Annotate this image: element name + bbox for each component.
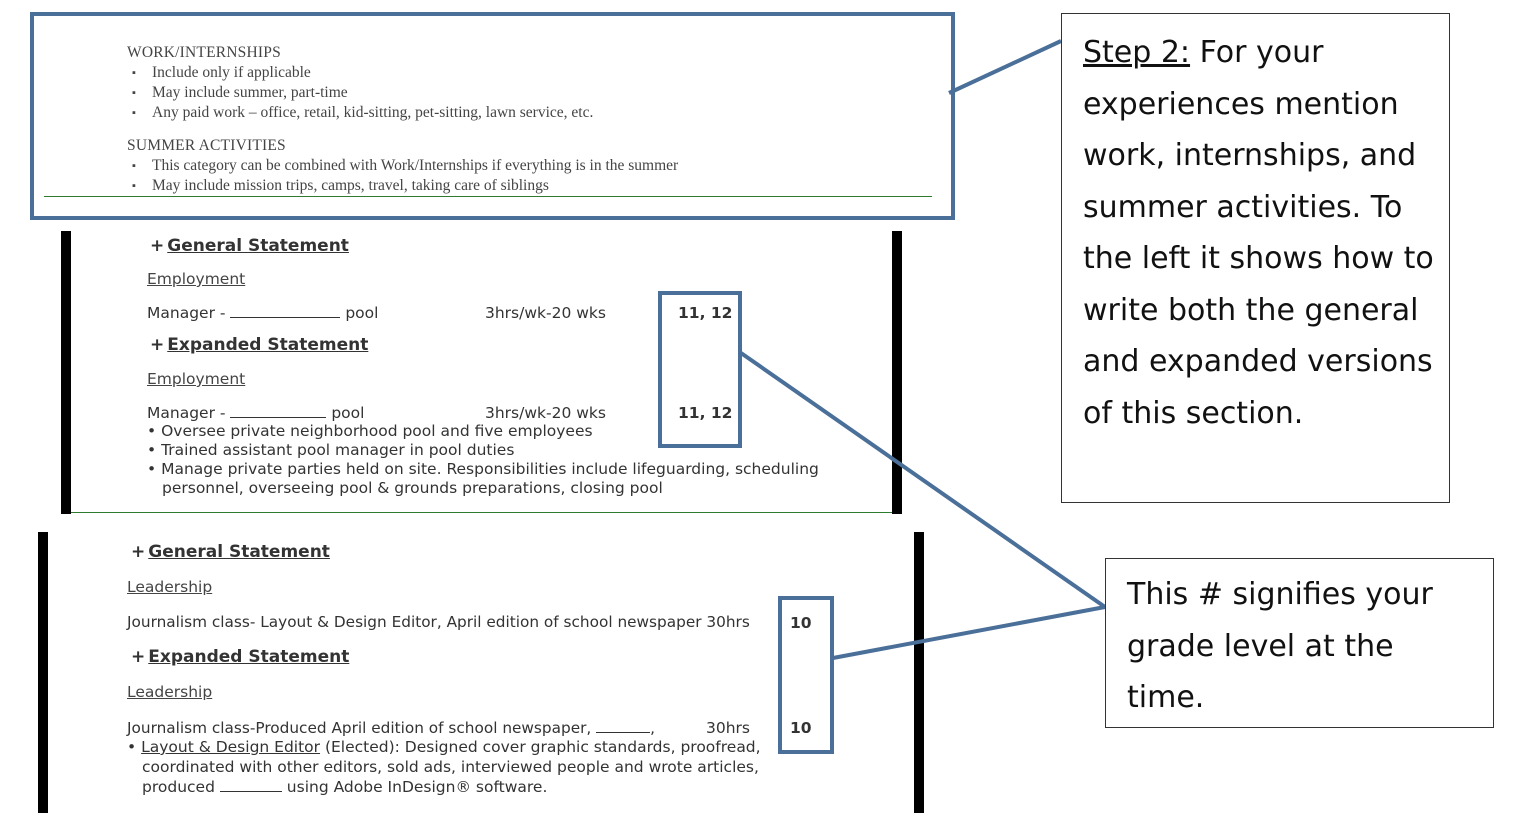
panel-border-right [892, 231, 902, 514]
grade-callout: This # signifies your grade level at the… [1105, 558, 1494, 728]
expanded-statement-heading: +Expanded Statement [150, 335, 369, 355]
fill-blank [596, 718, 651, 733]
list-item: ▪ May include mission trips, camps, trav… [132, 177, 549, 194]
list-item: • Oversee private neighborhood pool and … [147, 422, 593, 440]
category-label: Employment [147, 370, 246, 388]
entry-title: Manager - pool [147, 303, 379, 322]
fill-blank [219, 777, 282, 792]
connector-step [948, 39, 1062, 95]
category-label: Employment [147, 270, 246, 288]
bullet-icon: ▪ [132, 107, 136, 119]
grade-highlight-box [778, 596, 834, 754]
grade-level: 11, 12 [678, 404, 733, 422]
list-item: ▪ This category can be combined with Wor… [132, 157, 679, 174]
grade-level: 10 [790, 614, 812, 632]
entry-title: Journalism class-Produced April edition … [127, 718, 656, 737]
divider [44, 196, 932, 197]
panel-border-right [914, 532, 924, 813]
entry-title: Journalism class- Layout & Design Editor… [127, 613, 750, 631]
category-label: Leadership [127, 683, 213, 701]
panel-border-left [38, 532, 48, 813]
list-item: ▪ May include summer, part-time [132, 84, 348, 101]
bullet-icon: ▪ [132, 160, 136, 172]
grade-highlight-box [658, 291, 742, 448]
entry-hours: 30hrs [706, 719, 750, 737]
guidelines-panel: WORK/INTERNSHIPS ▪ Include only if appli… [30, 12, 955, 220]
grade-level: 10 [790, 719, 812, 737]
connector-grade-top [739, 351, 1107, 609]
list-item: • Trained assistant pool manager in pool… [147, 441, 515, 459]
expanded-statement-heading: +Expanded Statement [131, 647, 350, 667]
fill-blank [230, 403, 327, 418]
list-item-continuation: personnel, overseeing pool & grounds pre… [162, 479, 663, 497]
bullet-icon: ▪ [132, 87, 136, 99]
connector-grade-bottom [832, 605, 1106, 660]
bullet-icon: ▪ [132, 180, 136, 192]
divider [71, 512, 892, 513]
list-item: ▪ Any paid work – office, retail, kid-si… [132, 104, 594, 121]
fill-blank [230, 303, 341, 318]
list-item-continuation: produced using Adobe InDesign® software. [142, 777, 548, 796]
general-statement-heading: +General Statement [150, 236, 349, 256]
entry-hours: 3hrs/wk-20 wks [485, 404, 606, 422]
step-text: For your experiences mention work, inter… [1083, 35, 1434, 431]
step-callout: Step 2: For your experiences mention wor… [1061, 13, 1450, 503]
grade-note-text: This # signifies your grade level at the… [1127, 577, 1433, 715]
list-item: • Manage private parties held on site. R… [147, 460, 819, 478]
entry-title: Manager - pool [147, 403, 365, 422]
list-item: • Layout & Design Editor (Elected): Desi… [127, 738, 761, 756]
section-heading-summer: SUMMER ACTIVITIES [127, 137, 286, 154]
grade-level: 11, 12 [678, 304, 733, 322]
step-label: Step 2: [1083, 35, 1191, 70]
section-heading-work: WORK/INTERNSHIPS [127, 44, 281, 61]
panel-border-left [61, 231, 71, 514]
bullet-icon: ▪ [132, 67, 136, 79]
list-item: ▪ Include only if applicable [132, 64, 311, 81]
list-item-continuation: coordinated with other editors, sold ads… [142, 758, 759, 776]
category-label: Leadership [127, 578, 213, 596]
entry-hours: 3hrs/wk-20 wks [485, 304, 606, 322]
general-statement-heading: +General Statement [131, 542, 330, 562]
